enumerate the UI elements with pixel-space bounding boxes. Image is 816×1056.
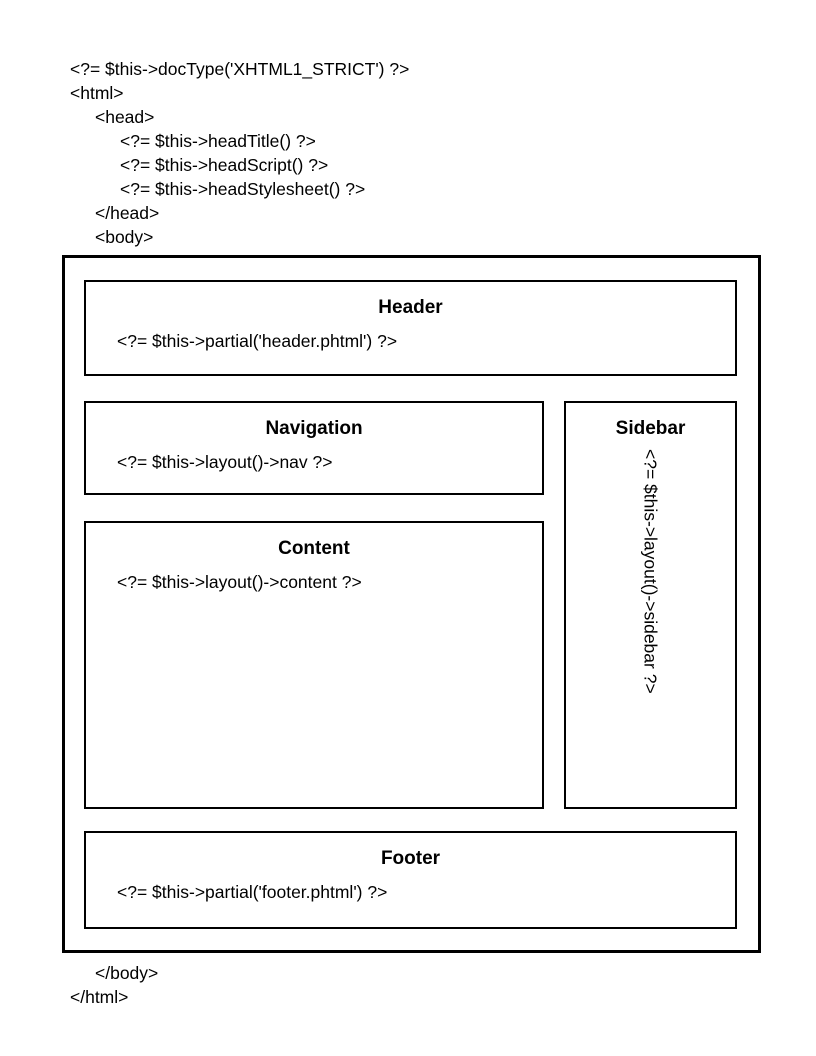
code-line-body-open: <body>: [95, 227, 154, 247]
code-line-head-title: <?= $this->headTitle() ?>: [120, 131, 316, 151]
sidebar-region-code: <?= $this->layout()->sidebar ?>: [640, 449, 661, 694]
header-region-box: Header <?= $this->partial('header.phtml'…: [84, 280, 737, 376]
footer-region-code: <?= $this->partial('footer.phtml') ?>: [117, 882, 388, 902]
content-region-code: <?= $this->layout()->content ?>: [117, 572, 362, 592]
sidebar-region-box: Sidebar <?= $this->layout()->sidebar ?>: [564, 401, 737, 809]
code-line-head-script: <?= $this->headScript() ?>: [120, 155, 329, 175]
view-script-code-bottom: </body> </html>: [70, 961, 158, 1009]
code-line-head-stylesheet: <?= $this->headStylesheet() ?>: [120, 179, 366, 199]
sidebar-region-title: Sidebar: [615, 418, 686, 439]
header-region-title: Header: [378, 297, 443, 318]
code-line-doctype: <?= $this->docType('XHTML1_STRICT') ?>: [70, 59, 410, 79]
code-line-body-close: </body>: [95, 963, 159, 983]
view-script-code-top: <?= $this->docType('XHTML1_STRICT') ?> <…: [70, 57, 409, 249]
content-region-box: Content <?= $this->layout()->content ?>: [84, 521, 544, 809]
code-line-head-open: <head>: [95, 107, 155, 127]
navigation-region-code: <?= $this->layout()->nav ?>: [117, 452, 333, 472]
code-line-html-close: </html>: [70, 987, 129, 1007]
code-line-html-open: <html>: [70, 83, 124, 103]
code-line-head-close: </head>: [95, 203, 160, 223]
header-region-code: <?= $this->partial('header.phtml') ?>: [117, 331, 398, 351]
content-region-title: Content: [278, 538, 350, 559]
body-layout-outline: Header <?= $this->partial('header.phtml'…: [62, 255, 761, 953]
footer-region-title: Footer: [380, 848, 441, 869]
footer-region-box: Footer <?= $this->partial('footer.phtml'…: [84, 831, 737, 929]
navigation-region-title: Navigation: [265, 418, 363, 439]
navigation-region-box: Navigation <?= $this->layout()->nav ?>: [84, 401, 544, 495]
